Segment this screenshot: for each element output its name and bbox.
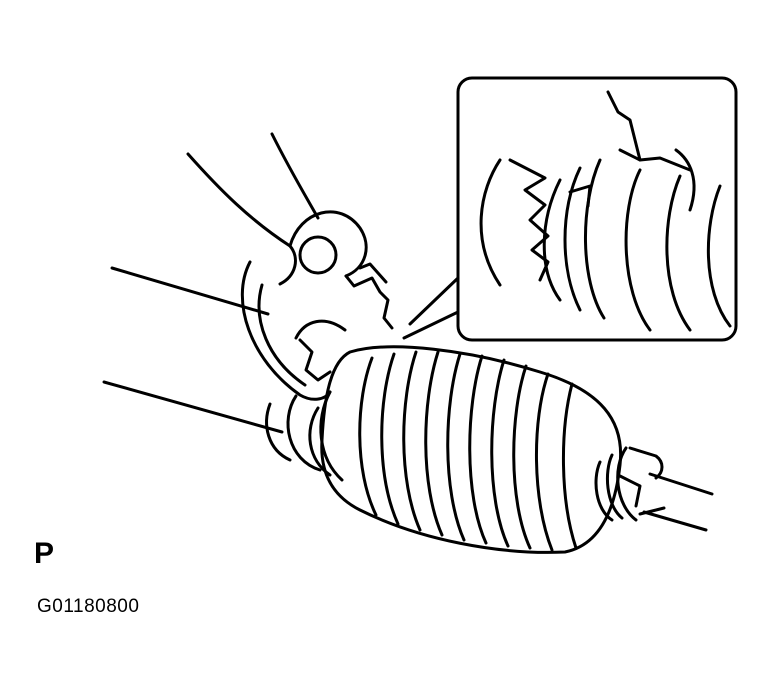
rack-boot-bellows (320, 345, 623, 554)
figure-code: G01180800 (37, 596, 140, 617)
rack-housing (102, 266, 292, 462)
detail-inset (456, 76, 738, 342)
callout-leader (402, 276, 460, 340)
figure-marker: P (34, 537, 55, 570)
tie-rod-and-clip (594, 446, 714, 532)
boot-clamp-band (286, 390, 344, 482)
pliers-tool (186, 132, 394, 401)
